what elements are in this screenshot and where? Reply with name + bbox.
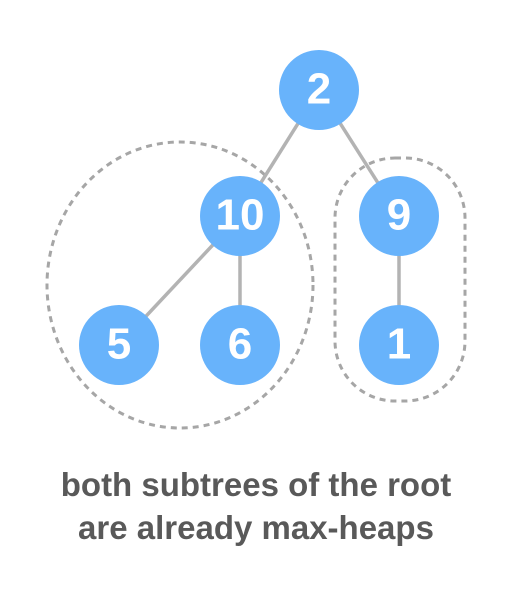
node-label: 10	[216, 191, 265, 240]
caption-line-1: both subtrees of the root	[60, 466, 452, 503]
node-n5: 5	[79, 305, 159, 385]
node-circle	[359, 305, 439, 385]
node-label: 1	[387, 320, 411, 369]
caption-line-2: are already max-heaps	[78, 509, 434, 546]
node-label: 2	[307, 65, 331, 114]
node-label: 5	[107, 320, 131, 369]
node-circle	[359, 176, 439, 256]
node-n6: 6	[200, 305, 280, 385]
node-label: 9	[387, 191, 411, 240]
right-subtree-outline	[333, 156, 467, 403]
tree-nodes: 2 10 9 5 6 1	[79, 50, 439, 385]
node-n1: 1	[359, 305, 439, 385]
node-circle	[279, 50, 359, 130]
node-circle	[200, 176, 280, 256]
node-n9: 9	[359, 176, 439, 256]
node-circle	[79, 305, 159, 385]
subtree-groups	[45, 140, 467, 430]
node-n10: 10	[200, 176, 280, 256]
node-circle	[200, 305, 280, 385]
node-n2: 2	[279, 50, 359, 130]
node-label: 6	[228, 320, 252, 369]
left-subtree-outline	[45, 140, 315, 430]
